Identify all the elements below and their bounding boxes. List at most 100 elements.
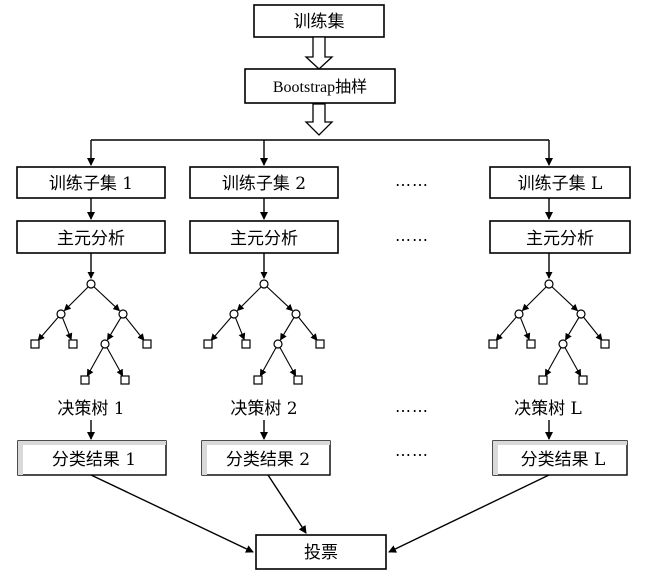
tree-edge bbox=[266, 286, 294, 312]
tree-internal-node bbox=[229, 309, 239, 319]
tree-glyph-3 bbox=[488, 279, 610, 385]
tree-internal-node bbox=[100, 339, 110, 349]
tree-edge bbox=[544, 347, 562, 377]
tree-leaf-node bbox=[203, 339, 213, 349]
tree-leaf-node bbox=[488, 339, 498, 349]
hollow-arrow-1 bbox=[304, 36, 334, 70]
column-2: 训练子集 2 主元分析 决策树 2 分类结果 2 bbox=[189, 166, 339, 476]
ellipsis-trees: …… bbox=[395, 397, 429, 416]
tree-leaf-node bbox=[526, 339, 536, 349]
ellipsis-results: …… bbox=[395, 441, 429, 460]
pca-L-box bbox=[489, 220, 631, 254]
pca-1-label: 主元分析 bbox=[57, 229, 125, 249]
bootstrap-sampling-box: Bootstrap抽样 bbox=[244, 68, 396, 104]
tree-edge bbox=[495, 316, 517, 341]
tree-leaf-node bbox=[30, 339, 40, 349]
result-L-shade bbox=[493, 441, 498, 475]
tree-leaf-node bbox=[142, 339, 152, 349]
tree-edge bbox=[280, 317, 295, 341]
tree-leaf-node bbox=[315, 339, 325, 349]
tree-internal-node bbox=[273, 339, 283, 349]
arrow-result2-voting bbox=[267, 474, 307, 534]
voting-label: 投票 bbox=[304, 543, 338, 563]
result-2-shade-top bbox=[202, 441, 330, 445]
result-1-shade bbox=[18, 441, 23, 475]
tree-edge bbox=[125, 316, 145, 341]
subset-L-box bbox=[489, 166, 631, 199]
ellipsis-subsets: …… bbox=[395, 171, 429, 190]
tree-glyph-1 bbox=[30, 279, 152, 385]
result-2-box bbox=[201, 440, 331, 476]
tree-2-label: 决策树 2 bbox=[230, 399, 297, 419]
tree-leaf-node bbox=[600, 339, 610, 349]
tree-edge bbox=[236, 286, 262, 312]
tree-edge bbox=[521, 286, 547, 312]
tree-edge bbox=[551, 286, 579, 312]
tree-edge bbox=[210, 316, 232, 341]
tree-edge bbox=[63, 286, 89, 312]
subset-1-box bbox=[16, 166, 166, 199]
pca-1-box bbox=[16, 220, 166, 254]
tree-edge bbox=[565, 317, 580, 341]
bootstrap-sampling-label: Bootstrap抽样 bbox=[273, 78, 367, 96]
tree-internal-node bbox=[291, 309, 301, 319]
result-2-label: 分类结果 2 bbox=[226, 450, 310, 470]
pca-2-box bbox=[189, 220, 339, 254]
tree-edge bbox=[259, 347, 277, 377]
training-set-box: 训练集 bbox=[253, 4, 385, 38]
tree-edge bbox=[61, 317, 73, 341]
tree-leaf-node bbox=[578, 375, 588, 385]
subset-1-label: 训练子集 1 bbox=[49, 174, 133, 194]
tree-edge bbox=[583, 316, 603, 341]
tree-leaf-node bbox=[241, 339, 251, 349]
tree-edge bbox=[86, 347, 104, 377]
voting-box: 投票 bbox=[255, 534, 387, 570]
tree-edge bbox=[564, 347, 582, 377]
tree-edge bbox=[298, 316, 318, 341]
tree-internal-node bbox=[558, 339, 568, 349]
tree-1-label: 决策树 1 bbox=[57, 399, 124, 419]
training-set-label: 训练集 bbox=[294, 12, 345, 32]
tree-internal-node bbox=[118, 309, 128, 319]
tree-edge bbox=[519, 317, 531, 341]
tree-glyph-2 bbox=[203, 279, 325, 385]
result-L-shade-top bbox=[493, 441, 627, 445]
tree-edge bbox=[106, 347, 124, 377]
result-1-label: 分类结果 1 bbox=[52, 450, 136, 470]
column-L: 训练子集 L 主元分析 决策树 L 分类结果 L bbox=[489, 166, 631, 476]
result-2-shade bbox=[202, 441, 207, 475]
arrow-resultL-voting bbox=[388, 474, 550, 553]
tree-internal-node bbox=[576, 309, 586, 319]
tree-leaf-node bbox=[538, 375, 548, 385]
tree-leaf-node bbox=[293, 375, 303, 385]
subset-L-label: 训练子集 L bbox=[518, 174, 603, 194]
tree-internal-node bbox=[259, 279, 269, 289]
ellipsis-pca: …… bbox=[395, 226, 429, 245]
tree-edge bbox=[107, 317, 122, 341]
tree-edge bbox=[279, 347, 297, 377]
tree-leaf-node bbox=[68, 339, 78, 349]
decision-trees bbox=[30, 279, 610, 385]
arrow-result1-voting bbox=[90, 474, 254, 553]
tree-edge bbox=[93, 286, 121, 312]
pca-2-label: 主元分析 bbox=[230, 229, 298, 249]
result-1-box bbox=[17, 440, 167, 476]
subset-2-label: 训练子集 2 bbox=[222, 174, 306, 194]
tree-leaf-node bbox=[80, 375, 90, 385]
tree-internal-node bbox=[514, 309, 524, 319]
tree-internal-node bbox=[56, 309, 66, 319]
subset-2-box bbox=[189, 166, 339, 199]
tree-edge bbox=[37, 316, 59, 341]
tree-leaf-node bbox=[253, 375, 263, 385]
hollow-arrow-2 bbox=[304, 103, 334, 136]
tree-leaf-node bbox=[120, 375, 130, 385]
result-L-label: 分类结果 L bbox=[521, 450, 606, 470]
column-1: 训练子集 1 主元分析 决策树 1 分类结果 1 bbox=[16, 166, 167, 476]
tree-internal-node bbox=[86, 279, 96, 289]
tree-edge bbox=[234, 317, 246, 341]
pca-L-label: 主元分析 bbox=[526, 229, 594, 249]
tree-internal-node bbox=[544, 279, 554, 289]
result-1-shade-top bbox=[18, 441, 166, 445]
tree-L-label: 决策树 L bbox=[514, 399, 582, 419]
